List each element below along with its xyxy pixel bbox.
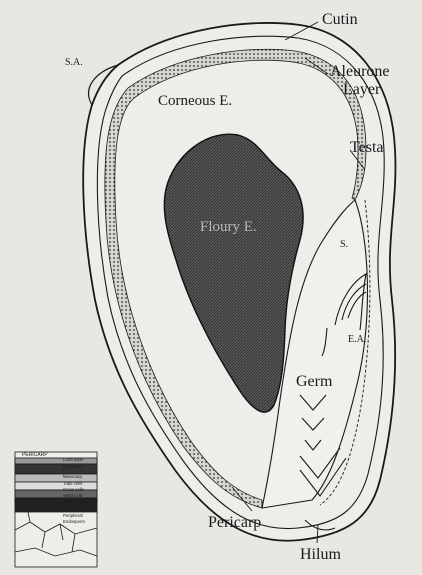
inset-layer-label: Tube cells xyxy=(63,482,82,486)
label-hilum: Hilum xyxy=(300,547,341,563)
label-pericarp: Pericarp xyxy=(208,515,261,531)
inset-layer-label: Epidermis xyxy=(63,465,82,469)
inset-title: PERICARP xyxy=(22,452,48,458)
inset-layer-label: Endosperm xyxy=(63,520,85,524)
inset-layer-label: Cross cells xyxy=(63,488,84,492)
inset-layer-label: Cutin layer xyxy=(63,458,84,462)
label-sa: S.A. xyxy=(65,58,83,68)
inset-layer-label: Peripheral xyxy=(63,514,83,518)
pericarp-inset xyxy=(15,452,97,567)
inset-layer-label: Aleurone layer xyxy=(63,500,91,504)
label-germ: Germ xyxy=(296,374,332,390)
inset-layer-label: Mesocarp xyxy=(63,475,82,479)
inset-layer-label: Seed coat xyxy=(63,494,82,498)
label-floury: Floury E. xyxy=(200,220,257,235)
label-aleurone-layer: Layer xyxy=(343,82,380,98)
label-aleurone: Aleurone xyxy=(330,64,390,80)
label-cutin: Cutin xyxy=(322,12,358,28)
label-corneous: Corneous E. xyxy=(158,94,232,109)
label-testa: Testa xyxy=(350,140,384,156)
label-ea: E.A. xyxy=(348,335,366,345)
label-s: S. xyxy=(340,240,348,250)
